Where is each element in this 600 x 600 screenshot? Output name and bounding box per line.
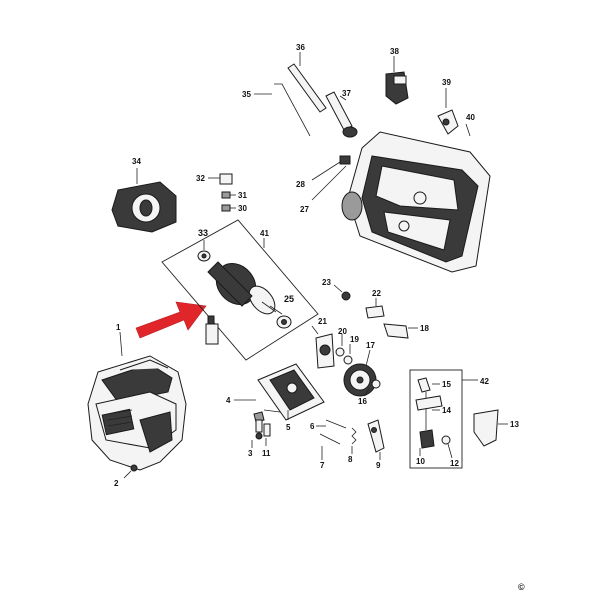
callout-8: 8 (348, 455, 353, 464)
part-13-guard[interactable] (473, 409, 508, 447)
part-17-gear[interactable] (343, 363, 377, 397)
part-21-gear-plate[interactable] (315, 333, 335, 369)
box-41-armature[interactable] (161, 219, 319, 361)
callout-1: 1 (116, 323, 121, 332)
box-42-blade-clamp[interactable] (409, 369, 463, 469)
callout-14: 14 (442, 406, 451, 415)
part-40-pin[interactable] (465, 123, 471, 137)
callout-labels: 36 38 35 37 39 40 34 32 28 31 30 27 33 4… (114, 43, 519, 488)
callout-21: 21 (318, 317, 327, 326)
part-7-rod[interactable] (319, 433, 341, 445)
part-19-washer[interactable] (343, 355, 353, 365)
part-37-spindle[interactable] (325, 91, 358, 138)
callout-34: 34 (132, 157, 141, 166)
callout-12: 12 (450, 459, 459, 468)
part-30-brush[interactable] (221, 204, 236, 212)
copyright-symbol: © (518, 582, 525, 592)
callout-35: 35 (242, 90, 251, 99)
part-23-screw[interactable] (333, 284, 351, 301)
part-brush-block[interactable] (205, 315, 219, 345)
callout-22: 22 (372, 289, 381, 298)
callout-28: 28 (296, 180, 305, 189)
part-34-field-stator[interactable] (111, 168, 177, 233)
callout-33: 33 (198, 228, 208, 238)
red-arrow-icon (135, 301, 207, 339)
callout-9: 9 (376, 461, 381, 470)
callout-38: 38 (390, 47, 399, 56)
part-38-switch[interactable] (385, 56, 409, 105)
part-16-bushing[interactable] (363, 379, 381, 397)
part-36-shaft[interactable] (287, 52, 327, 113)
callout-11: 11 (262, 449, 271, 458)
callout-20: 20 (338, 327, 347, 336)
callout-2: 2 (114, 479, 119, 488)
part-4-screws[interactable] (253, 411, 265, 440)
part-6-pin[interactable] (325, 419, 347, 429)
part-22-cam[interactable] (365, 298, 385, 319)
callout-4: 4 (226, 396, 231, 405)
callout-7: 7 (320, 461, 325, 470)
leader-lines (119, 238, 478, 460)
part-32-brush-holder[interactable] (208, 173, 233, 185)
callout-30: 30 (238, 204, 247, 213)
part-2-screw[interactable] (123, 464, 138, 479)
part-8-spring[interactable] (351, 427, 357, 445)
part-35-hex-key[interactable] (254, 83, 311, 137)
callout-36: 36 (296, 43, 305, 52)
part-5-base-plate[interactable] (257, 363, 325, 421)
callout-25: 25 (284, 294, 294, 304)
callout-37: 37 (342, 89, 351, 98)
callout-5: 5 (286, 423, 291, 432)
callout-27: 27 (300, 205, 309, 214)
callout-18: 18 (420, 324, 429, 333)
callout-31: 31 (238, 191, 247, 200)
callout-32: 32 (196, 174, 205, 183)
callout-6: 6 (310, 422, 315, 431)
callout-15: 15 (442, 380, 451, 389)
callout-19: 19 (350, 335, 359, 344)
part-3-screw[interactable] (263, 423, 271, 437)
callout-3: 3 (248, 449, 253, 458)
part-31-brush[interactable] (221, 191, 236, 199)
callout-17: 17 (366, 341, 375, 350)
callout-10: 10 (416, 457, 425, 466)
callout-16: 16 (358, 397, 367, 406)
part-housing-half-right[interactable] (341, 131, 491, 273)
part-1-housing[interactable] (87, 355, 187, 471)
callout-41: 41 (260, 229, 269, 238)
part-9-lever[interactable] (367, 419, 385, 453)
callout-40: 40 (466, 113, 475, 122)
part-39-button[interactable] (437, 88, 459, 135)
callout-39: 39 (442, 78, 451, 87)
part-18-plate[interactable] (383, 323, 418, 339)
callout-13: 13 (510, 420, 519, 429)
part-20-washer[interactable] (335, 347, 345, 357)
part-28-clip[interactable] (311, 155, 351, 201)
callout-23: 23 (322, 278, 331, 287)
callout-42: 42 (480, 377, 489, 386)
